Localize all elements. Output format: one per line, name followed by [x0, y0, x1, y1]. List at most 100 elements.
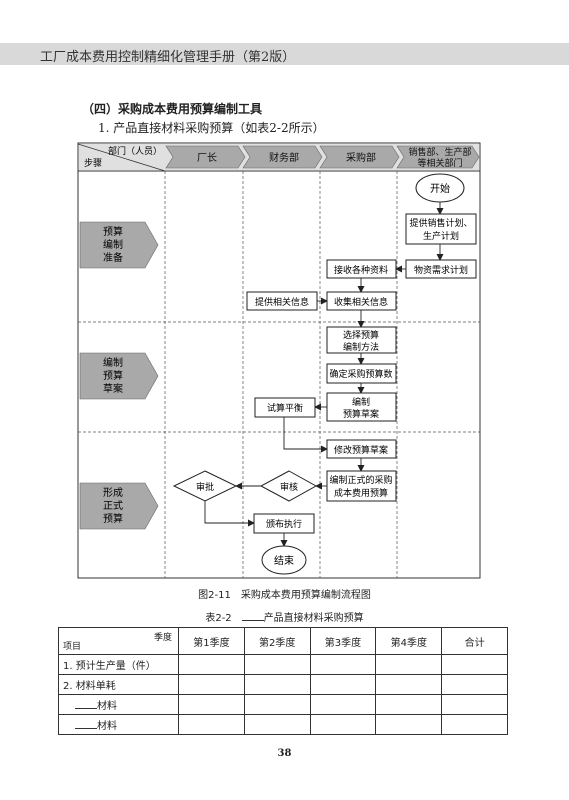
- table-cell: [178, 694, 245, 715]
- table-caption-prefix: 表2-2: [205, 613, 242, 624]
- table-caption: 表2-2 产品直接材料采购预算: [0, 609, 569, 624]
- blank-line: [75, 719, 97, 729]
- table-row: 材料: [58, 694, 508, 715]
- table-row: 材料: [58, 714, 508, 735]
- column-label-factory-director: 厂长: [197, 152, 217, 164]
- figure-caption: 图2-11 采购成本费用预算编制流程图: [198, 590, 371, 601]
- row-label: 材料: [97, 721, 117, 732]
- connectors: [204, 202, 444, 547]
- node-label: 物资需求计划: [414, 264, 468, 276]
- step-arrow-formal-budget: [79, 482, 159, 530]
- step-label: 准备: [103, 251, 123, 264]
- step-label: 编制: [103, 356, 123, 369]
- book-title: 工厂成本费用控制精细化管理手册（第2版）: [40, 50, 296, 65]
- step-label: 编制: [103, 238, 123, 251]
- node-determine-budget-number: [326, 363, 397, 384]
- column-header: 合计: [441, 627, 508, 655]
- corner-quarter-label: 季度: [153, 633, 172, 643]
- node-label: 收集相关信息: [334, 296, 388, 308]
- row-label-cell: 材料: [58, 694, 179, 715]
- flowchart: 部门（人员） 步骤 厂长 财务部 采购部 销售部、生产部 等相关部门 预算 编制…: [77, 142, 481, 579]
- table-row: 1. 预计生产量（件）: [58, 654, 508, 675]
- blank-line: [241, 611, 264, 621]
- decision-label: 审批: [196, 481, 214, 493]
- node-label: 编制: [352, 396, 370, 408]
- table-cell: [441, 694, 508, 715]
- end-label: 结束: [274, 554, 294, 567]
- node-trial-balance: [254, 397, 316, 418]
- table-corner-cell: 季度 项目: [58, 627, 179, 655]
- node-label: 接收各种资料: [334, 264, 388, 276]
- corner-item-label: 项目: [63, 642, 82, 652]
- table-cell: [309, 694, 377, 715]
- table-cell: [441, 654, 508, 675]
- node-label: 试算平衡: [267, 402, 303, 414]
- column-dividers: [164, 171, 398, 578]
- table-cell: [243, 694, 311, 715]
- column-label-sales-line2: 等相关部门: [417, 157, 462, 169]
- column-header-purchasing: [319, 145, 400, 169]
- node-label: 生产计划: [423, 230, 459, 242]
- node-label: 选择预算: [343, 329, 379, 341]
- node-label: 确定采购预算数: [329, 368, 392, 380]
- header-bar: [0, 43, 569, 65]
- step-label: 预算: [103, 369, 123, 382]
- table-cell: [309, 654, 377, 675]
- node-collect-info: [326, 291, 397, 311]
- table-cell: [243, 714, 311, 735]
- table-cell: [178, 654, 245, 675]
- decision-approve: [172, 470, 238, 502]
- header-step-label: 步骤: [84, 158, 102, 169]
- node-issue-execute: [253, 513, 315, 534]
- step-label: 预算: [103, 512, 123, 525]
- header-department-label: 部门（人员）: [108, 145, 162, 157]
- node-sales-production-plan: [405, 213, 477, 245]
- table-cell: [375, 654, 443, 675]
- decision-review: [259, 470, 318, 502]
- end-node: [261, 545, 307, 575]
- step-label: 草案: [103, 382, 123, 395]
- table-cell: [178, 674, 245, 695]
- row-label: 1. 预计生产量（件）: [58, 654, 179, 675]
- row-label: 2. 材料单耗: [58, 674, 179, 695]
- start-label: 开始: [430, 182, 450, 195]
- node-label: 成本费用预算: [334, 487, 388, 499]
- row-label: 材料: [97, 701, 117, 712]
- table-cell: [243, 674, 311, 695]
- row-label-cell: 材料: [58, 714, 179, 735]
- column-label-purchasing: 采购部: [346, 151, 376, 164]
- column-header-finance: [242, 145, 323, 169]
- header-diagonal: [77, 143, 166, 172]
- node-label: 预算草案: [343, 408, 379, 420]
- column-label-sales-line1: 销售部、生产部: [408, 146, 471, 158]
- start-node: [415, 173, 465, 203]
- column-header: 第1季度: [178, 627, 245, 655]
- node-draft-budget: [326, 392, 397, 422]
- node-label: 颁布执行: [266, 518, 302, 530]
- table-cell: [375, 714, 443, 735]
- table-cell: [178, 714, 245, 735]
- node-provide-info: [246, 291, 318, 311]
- table-cell: [309, 674, 377, 695]
- node-label: 提供销售计划、: [409, 217, 472, 229]
- node-label: 编制方法: [343, 341, 379, 353]
- step-dividers: [78, 321, 480, 433]
- table-cell: [375, 674, 443, 695]
- table-caption-text: 产品直接材料采购预算: [263, 613, 364, 624]
- table-cell: [243, 654, 311, 675]
- node-revise-draft: [326, 439, 397, 459]
- node-receive-data: [326, 259, 397, 279]
- node-select-method: [326, 326, 397, 354]
- step-arrow-budget-preparation: [79, 221, 159, 269]
- column-label-finance: 财务部: [269, 151, 299, 164]
- decision-label: 审核: [280, 481, 298, 493]
- step-label: 预算: [103, 225, 123, 238]
- table-cell: [441, 674, 508, 695]
- node-formal-budget: [326, 470, 397, 502]
- column-header: 第2季度: [243, 627, 311, 655]
- node-label: 编制正式的采购: [329, 474, 392, 486]
- node-label: 提供相关信息: [255, 296, 309, 308]
- column-header: 第4季度: [375, 627, 443, 655]
- table-cell: [309, 714, 377, 735]
- section-title: （四）采购成本费用预算编制工具: [82, 102, 263, 116]
